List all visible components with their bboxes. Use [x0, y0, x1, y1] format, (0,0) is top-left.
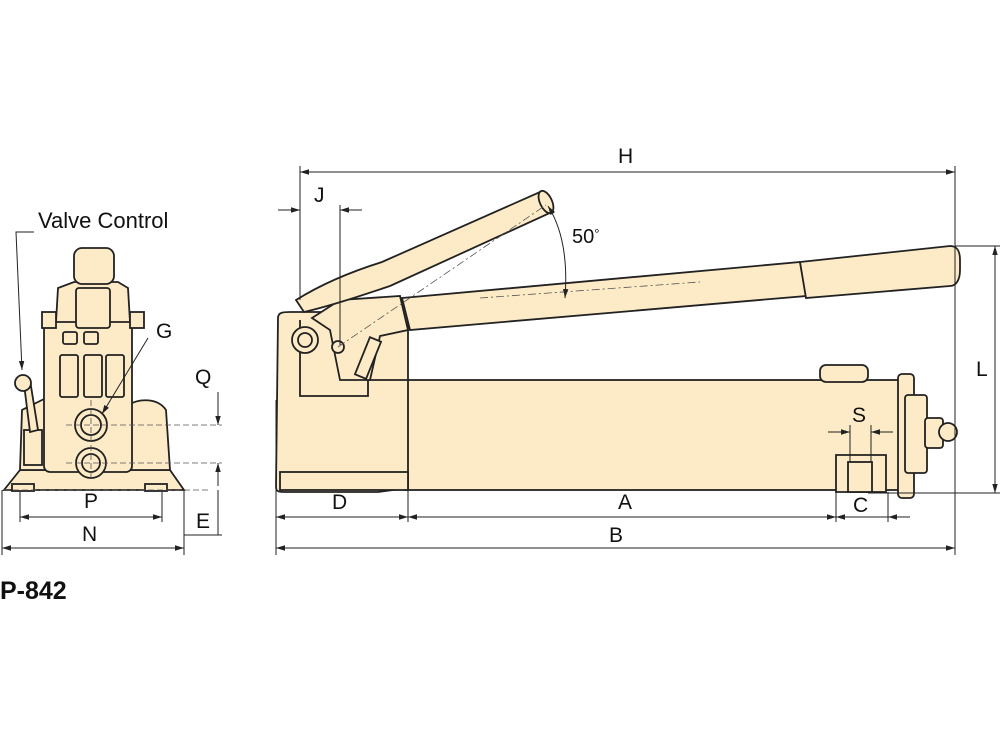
pump-head-base: [279, 471, 409, 491]
front-pin-left: [41, 311, 57, 329]
handle-main: [400, 261, 808, 331]
front-slot-4: [62, 331, 78, 345]
front-slot-5: [83, 331, 99, 345]
dim-label-b: B: [609, 524, 624, 547]
dim-label-q: Q: [195, 366, 212, 389]
angle-label: 50°: [572, 226, 600, 248]
dim-label-h: H: [618, 145, 634, 168]
front-top-block: [73, 247, 115, 285]
front-foot-right: [144, 483, 168, 492]
front-pin-right: [129, 311, 145, 329]
model-number: P-842: [0, 577, 67, 605]
filler-cap: [819, 364, 869, 383]
dim-label-d: D: [332, 491, 348, 514]
dim-label-s: S: [852, 404, 867, 427]
dim-label-g: G: [156, 320, 173, 343]
side-view: [275, 189, 961, 499]
reservoir-body: [404, 379, 906, 491]
front-slot-3: [105, 354, 125, 398]
valve-control-label: Valve Control: [38, 208, 169, 233]
front-view: [2, 247, 186, 492]
front-pivot-box: [75, 287, 111, 329]
dim-label-l: L: [976, 358, 988, 381]
dim-label-c: C: [853, 494, 869, 517]
link-strap: [353, 336, 383, 380]
dim-label-e: E: [196, 510, 211, 533]
valve-lever-block: [23, 429, 43, 466]
dimension-lines: [1, 166, 1000, 555]
valve-lever-knob: [14, 374, 32, 392]
front-saddle-right: [127, 399, 171, 471]
end-cap-dome: [938, 422, 958, 442]
dim-label-n: N: [82, 523, 98, 546]
dim-label-a: A: [618, 491, 633, 514]
front-foot-left: [11, 483, 35, 492]
handle-grip: [798, 245, 961, 299]
rear-bracket-slot: [847, 461, 873, 493]
front-slot-2: [83, 354, 103, 398]
end-cap-ring: [904, 394, 928, 474]
dim-label-j: J: [314, 184, 325, 207]
front-centre-lines: [4, 400, 222, 491]
pivot-pin-inner: [297, 332, 313, 348]
dim-label-p: P: [84, 490, 99, 513]
side-centre-lines: [337, 204, 701, 348]
front-slot-1: [59, 354, 79, 398]
